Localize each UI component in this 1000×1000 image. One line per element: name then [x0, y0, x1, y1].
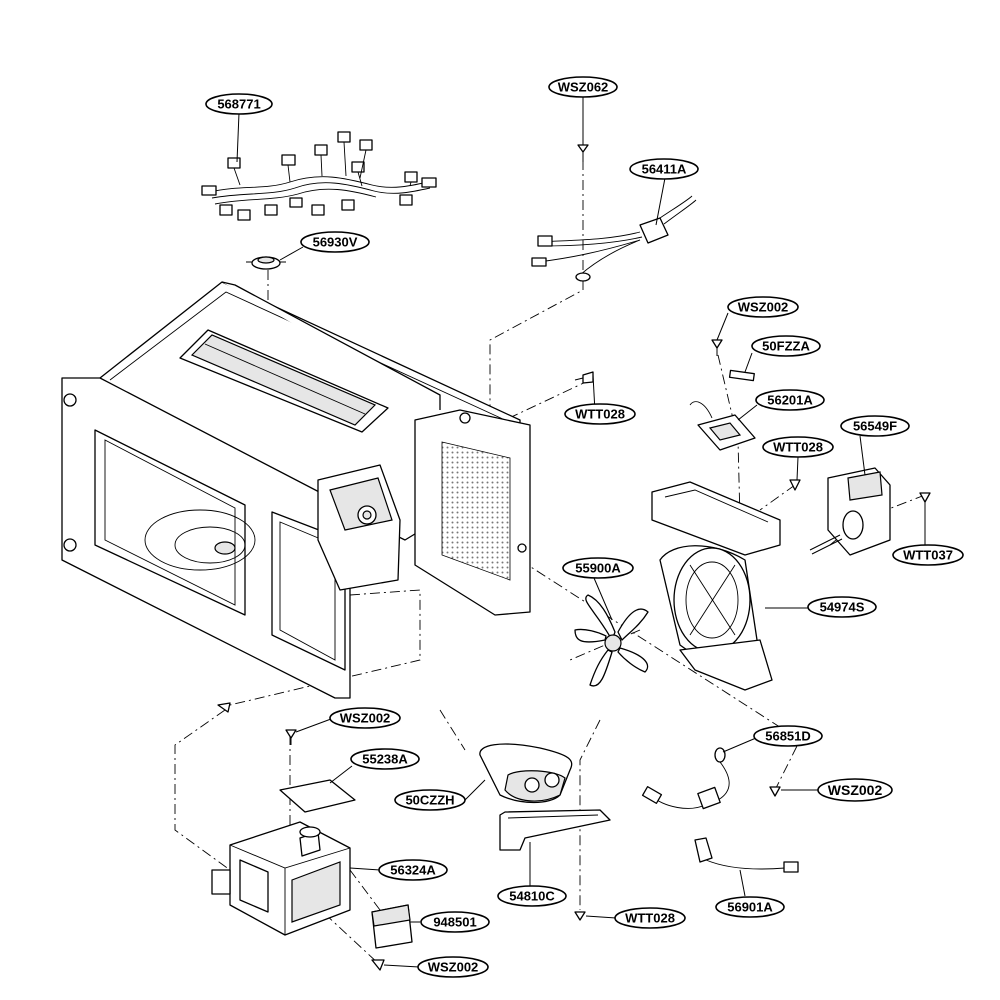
- thermal-pad: [371, 904, 413, 949]
- part-number: 56411A: [642, 162, 687, 177]
- callout-p14: WSZ002: [329, 707, 401, 729]
- wire-set-switch: [531, 144, 697, 282]
- fuse-and-board: [689, 369, 756, 451]
- callout-p24: WSZ002: [417, 956, 489, 978]
- callout-p2: WSZ062: [548, 76, 618, 98]
- part-number: 948501: [433, 915, 476, 930]
- callout-p23: 948501: [420, 911, 490, 933]
- part-number: 56549F: [853, 419, 897, 434]
- callout-p19: 56324A: [378, 859, 448, 881]
- callout-p6: 50FZZA: [751, 335, 821, 357]
- oven-cavity: [61, 281, 531, 699]
- screws: [217, 339, 931, 971]
- noise-filter: [694, 837, 799, 873]
- part-number: WSZ062: [558, 80, 609, 95]
- part-number: WSZ002: [340, 711, 391, 726]
- callout-p9: 56549F: [840, 415, 910, 437]
- part-number: WSZ002: [738, 300, 789, 315]
- part-number: WTT028: [773, 440, 823, 455]
- callout-p8: WTT028: [564, 403, 636, 425]
- fan-bracket: [651, 481, 781, 691]
- part-number: 54810C: [509, 889, 555, 904]
- callout-p3: 56411A: [629, 158, 699, 180]
- capacitor-bracket: [499, 809, 611, 851]
- callout-p18: WSZ002: [817, 778, 893, 802]
- part-number: 56324A: [390, 863, 436, 878]
- callout-p5: WSZ002: [727, 296, 799, 318]
- part-number: 56930V: [313, 235, 358, 250]
- wire-harness: [201, 131, 437, 221]
- callout-p4: 56930V: [300, 231, 370, 253]
- callout-p1: 568771: [205, 93, 273, 115]
- leader-lines: [236, 97, 926, 968]
- callout-p15: 55238A: [350, 748, 420, 770]
- callout-p16: 56851D: [753, 725, 823, 747]
- part-number: 56201A: [767, 393, 813, 408]
- callout-p22: WTT028: [614, 907, 686, 929]
- callout-p12: 55900A: [562, 557, 634, 579]
- capacitor: [479, 743, 573, 804]
- thermostat: [246, 256, 286, 270]
- part-number: 55238A: [362, 752, 408, 767]
- part-number: 50CZZH: [405, 793, 454, 808]
- callout-p11: WTT037: [892, 544, 964, 566]
- callout-p20: 54810C: [497, 885, 567, 907]
- coil-assembly: [809, 467, 891, 556]
- part-number: WTT028: [625, 911, 675, 926]
- part-number: WSZ002: [428, 960, 479, 975]
- callout-p10: WTT028: [762, 436, 834, 458]
- part-number: 55900A: [575, 561, 621, 576]
- callout-p13: 54974S: [807, 596, 877, 618]
- part-number: 50FZZA: [762, 339, 810, 354]
- part-number: WSZ002: [828, 782, 883, 798]
- hv-diode: [641, 747, 730, 810]
- part-number: 56901A: [727, 900, 773, 915]
- fan-blade: [574, 594, 649, 687]
- part-number: 54974S: [820, 600, 865, 615]
- part-number: WTT037: [903, 548, 953, 563]
- callout-p7: 56201A: [755, 389, 825, 411]
- part-number: 56851D: [765, 729, 811, 744]
- part-number: WTT028: [575, 407, 625, 422]
- magnetron: [211, 779, 356, 936]
- callout-p21: 56901A: [715, 896, 785, 918]
- callout-p17: 50CZZH: [394, 789, 466, 811]
- part-number: 568771: [217, 97, 260, 112]
